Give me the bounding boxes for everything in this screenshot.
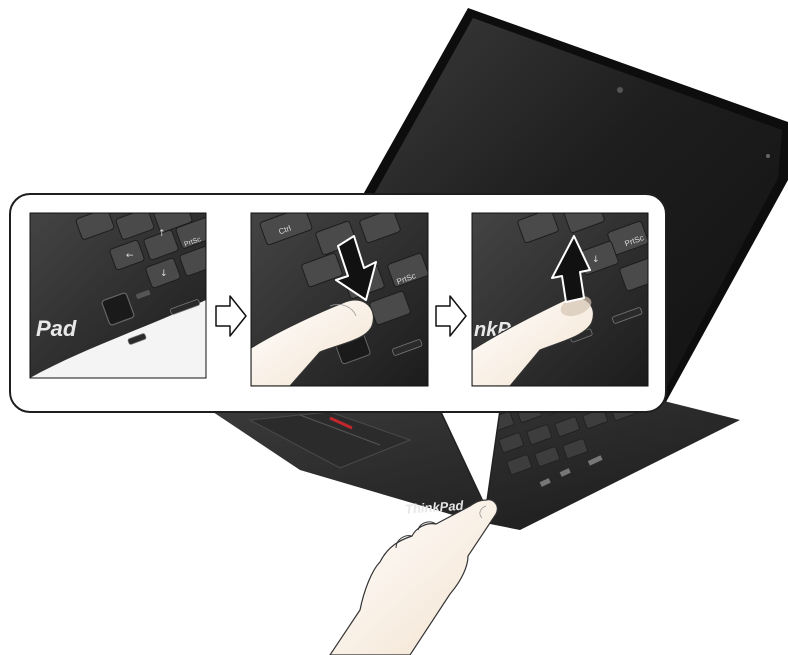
svg-text:↓: ↓ <box>592 255 600 265</box>
pointing-hand-icon <box>330 500 497 655</box>
step-2-image: Ctrl PrtSc <box>251 207 429 386</box>
webcam-icon <box>617 87 623 93</box>
instruction-panel: ← ↑ ↓ PrtSc Pad <box>10 194 666 412</box>
svg-text:←: ← <box>126 251 134 261</box>
brand-partial-1: Pad <box>36 316 77 341</box>
svg-text:↑: ↑ <box>158 229 166 239</box>
svg-text:↓: ↓ <box>160 269 168 279</box>
step-3-image: PrtSc ↓ nkPa <box>472 199 661 386</box>
step-1-image: ← ↑ ↓ PrtSc Pad <box>30 201 215 378</box>
